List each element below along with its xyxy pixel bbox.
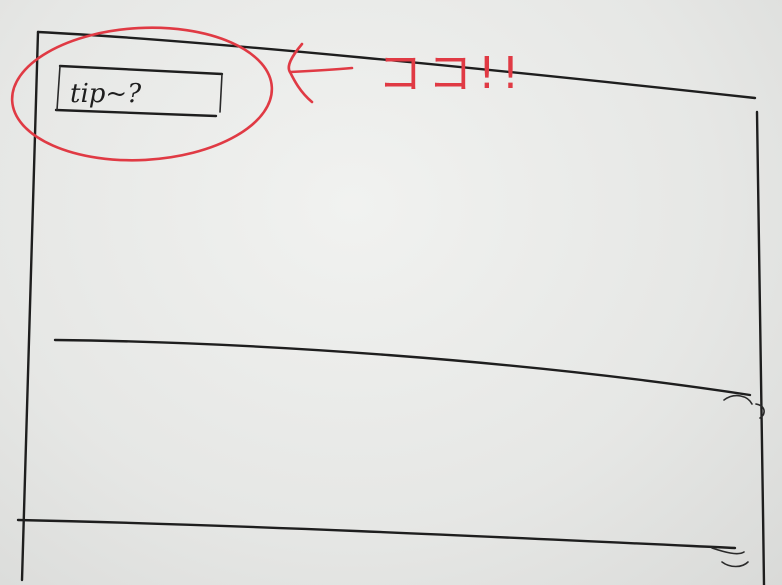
tip-box-right [219, 73, 223, 113]
scribble-mark-upper [723, 394, 753, 405]
tip-box-left [56, 65, 61, 111]
scribble-mark-lower [711, 547, 745, 555]
arrow-head-icon [287, 42, 314, 104]
frame-left-edge [20, 30, 40, 582]
tip-box-top [58, 64, 224, 76]
frame-right-edge [755, 110, 766, 585]
highlight-circle [10, 26, 274, 162]
scribble-mark-upper-2 [755, 403, 765, 419]
frame-top-edge [36, 30, 757, 100]
arrow-shaft [288, 66, 354, 74]
divider-line-lower [16, 518, 737, 550]
divider-line-middle [53, 338, 752, 397]
annotation-text: ココ!! [378, 48, 525, 99]
scribble-mark-lower-2 [721, 561, 749, 568]
tip-label: tip~? [70, 79, 142, 109]
tip-box-bottom [54, 108, 218, 118]
